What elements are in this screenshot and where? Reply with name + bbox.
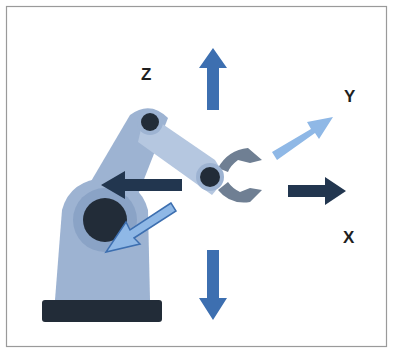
robot-base [42,300,162,322]
gripper-upper-jaw [218,148,262,172]
axis-label: X [343,229,354,246]
minus-y-arrow [106,203,176,252]
z-up-arrow [199,48,227,110]
z-down-arrow [199,250,227,320]
axis-label: Y [344,88,355,105]
shoulder-joint [141,113,159,131]
gripper-lower-jaw [218,182,262,203]
elbow-joint [200,167,220,187]
y-arrow [272,117,333,160]
axis-label: Z [141,66,151,83]
x-arrow [288,177,346,205]
shoulder-ring [137,109,163,135]
minus-x-arrow [101,171,182,199]
frame-border [7,7,387,347]
elbow-ring [196,163,224,191]
